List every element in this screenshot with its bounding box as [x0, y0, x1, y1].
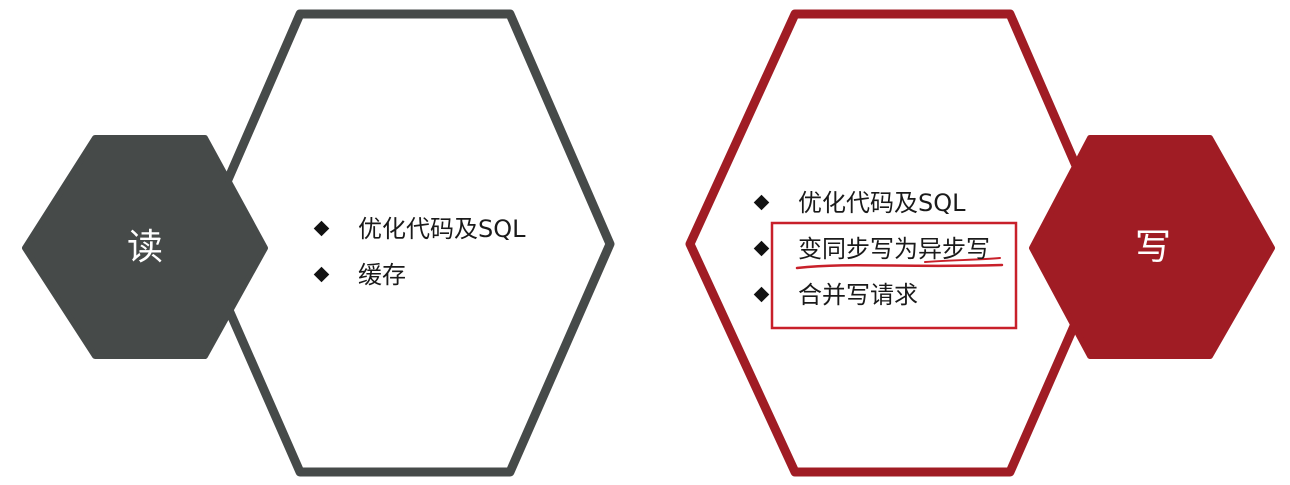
diamond-bullet-icon — [313, 220, 330, 237]
write-item-text: 变同步写为异步写 — [798, 235, 990, 263]
read-bullet-item: 优化代码及SQL — [312, 206, 526, 252]
diamond-bullet-icon — [753, 240, 770, 257]
write-bullet-item: 合并写请求 — [752, 272, 990, 318]
read-item-text: 缓存 — [358, 261, 406, 289]
read-item-text: 优化代码及SQL — [358, 215, 526, 243]
read-bullet-item: 缓存 — [312, 252, 526, 298]
annotation-underline — [795, 263, 1004, 270]
annotation-box — [770, 221, 1018, 330]
write-item-text: 优化代码及SQL — [798, 189, 966, 217]
write-bullet-item: 变同步写为异步写 — [752, 226, 990, 272]
write-item-text: 合并写请求 — [798, 281, 918, 309]
annotation-underline-2 — [924, 257, 1001, 263]
write-label: 写 — [1134, 227, 1171, 268]
read-hexagon — [22, 135, 268, 359]
write-hexagon — [1029, 135, 1275, 359]
diamond-bullet-icon — [313, 266, 330, 283]
write-bullet-item: 优化代码及SQL — [752, 180, 990, 226]
write-bullet-list: 优化代码及SQL 变同步写为异步写 合并写请求 — [752, 180, 990, 318]
diamond-bullet-icon — [753, 194, 770, 211]
read-bullet-list: 优化代码及SQL 缓存 — [312, 206, 526, 298]
diamond-bullet-icon — [753, 286, 770, 303]
write-outline-hexagon — [685, 9, 1115, 477]
read-label: 读 — [126, 227, 163, 268]
